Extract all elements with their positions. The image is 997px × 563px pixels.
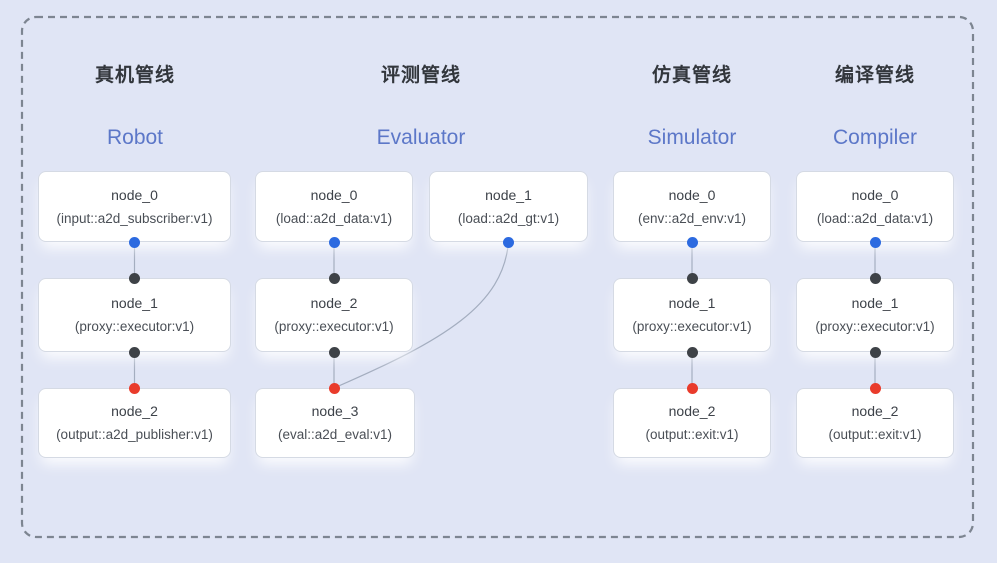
- header-compiler: 编译管线 Compiler: [775, 64, 975, 151]
- compiler-node1-output-port-dot: [869, 346, 881, 358]
- node-box-evaluator-node0: node_0 (load::a2d_data:v1): [255, 171, 413, 242]
- simulator-node2-input-port-dot: [686, 382, 698, 394]
- node-name: node_1: [851, 295, 899, 311]
- header-robot: 真机管线 Robot: [35, 64, 235, 151]
- node-name: node_2: [310, 295, 358, 311]
- edge-evaluator-n1-n3: [333, 241, 510, 389]
- evaluator-node3-input-port-dot: [328, 382, 340, 394]
- node-type: (output::exit:v1): [645, 427, 739, 442]
- node-name: node_0: [310, 186, 358, 203]
- node-name: node_3: [311, 403, 359, 419]
- pipeline-title-en: Compiler: [832, 126, 918, 149]
- evaluator-node0-output-port-dot: [328, 236, 340, 248]
- pipeline-title-zh: 编译管线: [834, 65, 915, 86]
- node-name: node_0: [668, 186, 716, 203]
- node-box-evaluator-node2: node_2 (proxy::executor:v1): [255, 278, 413, 352]
- node-type: (output::a2d_publisher:v1): [56, 427, 213, 442]
- node-box-robot-node0: node_0 (input::a2d_subscriber:v1): [38, 171, 231, 242]
- node-type: (proxy::executor:v1): [274, 319, 394, 334]
- node-name: node_1: [111, 295, 158, 311]
- node-type: (load::a2d_data:v1): [275, 210, 393, 226]
- node-box-robot-node1: node_1 (proxy::executor:v1): [38, 278, 231, 352]
- node-name: node_2: [851, 403, 899, 419]
- node-box-evaluator-node1: node_1 (load::a2d_gt:v1): [429, 171, 588, 242]
- node-type: (input::a2d_subscriber:v1): [56, 210, 213, 226]
- node-box-robot-node2: node_2 (output::a2d_publisher:v1): [38, 388, 231, 458]
- robot-node2-input-port-dot: [129, 382, 140, 394]
- node-type: (eval::a2d_eval:v1): [277, 427, 393, 442]
- robot-node1-output-port-dot: [129, 346, 140, 358]
- node-name: node_1: [485, 186, 532, 203]
- pipeline-title-en: Simulator: [647, 126, 737, 149]
- node-type: (proxy::executor:v1): [815, 319, 935, 334]
- node-box-compiler-node0: node_0 (load::a2d_data:v1): [796, 171, 954, 242]
- evaluator-node2-input-port-dot: [328, 272, 340, 284]
- node-box-compiler-node1: node_1 (proxy::executor:v1): [796, 278, 954, 352]
- pipeline-title-zh: 仿真管线: [651, 65, 732, 86]
- node-type: (proxy::executor:v1): [632, 319, 752, 334]
- simulator-node0-output-port-dot: [686, 236, 698, 248]
- node-name: node_2: [668, 403, 716, 419]
- pipeline-title-en: Evaluator: [376, 126, 466, 149]
- node-name: node_1: [668, 295, 716, 311]
- compiler-node2-input-port-dot: [869, 382, 881, 394]
- header-simulator: 仿真管线 Simulator: [592, 64, 792, 151]
- evaluator-node2-output-port-dot: [328, 346, 340, 358]
- pipeline-title-zh: 评测管线: [380, 65, 461, 86]
- pipeline-title-zh: 真机管线: [94, 65, 175, 86]
- node-type: (load::a2d_data:v1): [816, 210, 934, 226]
- evaluator-node1-output-port-dot: [503, 236, 514, 248]
- robot-node0-output-port-dot: [129, 236, 140, 248]
- node-box-simulator-node2: node_2 (output::exit:v1): [613, 388, 771, 458]
- dashed-frame: [20, 15, 975, 539]
- compiler-node1-input-port-dot: [869, 272, 881, 284]
- node-box-simulator-node1: node_1 (proxy::executor:v1): [613, 278, 771, 352]
- node-name: node_0: [111, 186, 158, 203]
- compiler-node0-output-port-dot: [869, 236, 881, 248]
- node-box-simulator-node0: node_0 (env::a2d_env:v1): [613, 171, 771, 242]
- node-box-evaluator-node3: node_3 (eval::a2d_eval:v1): [255, 388, 415, 458]
- pipeline-title-en: Robot: [106, 126, 164, 149]
- node-name: node_0: [851, 186, 899, 203]
- node-type: (env::a2d_env:v1): [637, 210, 747, 226]
- node-type: (output::exit:v1): [828, 427, 922, 442]
- simulator-node1-input-port-dot: [686, 272, 698, 284]
- robot-node1-input-port-dot: [129, 272, 140, 284]
- node-type: (proxy::executor:v1): [74, 319, 195, 334]
- simulator-node1-output-port-dot: [686, 346, 698, 358]
- node-name: node_2: [111, 403, 158, 419]
- header-evaluator: 评测管线 Evaluator: [321, 64, 521, 151]
- node-box-compiler-node2: node_2 (output::exit:v1): [796, 388, 954, 458]
- node-type: (load::a2d_gt:v1): [457, 210, 560, 226]
